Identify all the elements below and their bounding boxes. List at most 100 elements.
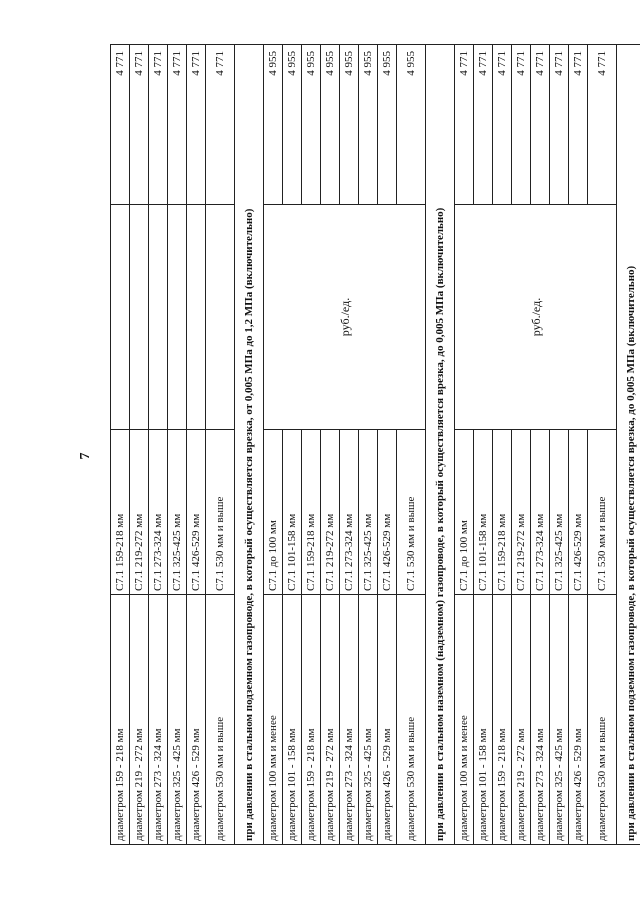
page-number: 7 [78,452,93,460]
row-label: диаметром 100 мм и менее [263,594,283,845]
row-code: С7.1 426-529 мм [568,429,588,595]
row-label: диаметром 273 - 324 мм [339,594,359,845]
row-label: диаметром 530 мм и выше [396,594,426,845]
row-code: С7.1 530 мм и выше [396,429,426,595]
row-code: С7.1 273-324 мм [530,429,550,595]
row-label: диаметром 426 - 529 мм [568,594,588,845]
row-label: диаметром 325 - 425 мм [549,594,569,845]
row-code: С7.1 219-272 мм [129,429,149,595]
row-value: 4 771 [148,44,168,205]
row-value: 4 771 [167,44,187,205]
row-label: диаметром 273 - 324 мм [530,594,550,845]
row-code: С7.1 273-324 мм [148,429,168,595]
row-code: С7.1 159-218 мм [301,429,321,595]
row-label: диаметром 530 мм и выше [587,594,617,845]
row-label: диаметром 219 - 272 мм [320,594,340,845]
row-code: С7.1 325-425 мм [358,429,378,595]
section-heading-row: при давлении в стальном подземном газопр… [616,44,640,845]
empty-cell [110,204,130,430]
row-code: С7.1 101-158 мм [282,429,302,595]
section-heading: при давлении в стальном подземном газопр… [616,44,640,845]
row-label: диаметром 159 - 218 мм [301,594,321,845]
row-code: С7.1 426-529 мм [377,429,397,595]
row-code: С7.1 530 мм и выше [587,429,617,595]
row-code: С7.1 101-158 мм [473,429,493,595]
row-value: 4 955 [339,44,359,205]
empty-cell [148,204,168,430]
row-value: 4 955 [320,44,340,205]
row-value: 4 771 [587,44,617,205]
row-label: диаметром 325 - 425 мм [167,594,187,845]
empty-cell [186,204,206,430]
row-value: 4 771 [186,44,206,205]
row-label: диаметром 219 - 272 мм [511,594,531,845]
row-code: С7.1 до 100 мм [263,429,283,595]
row-label: диаметром 530 мм и выше [205,594,235,845]
row-value: 4 955 [358,44,378,205]
empty-cell [205,204,235,430]
row-label: диаметром 100 мм и менее [454,594,474,845]
row-value: 4 771 [549,44,569,205]
row-code: С7.1 325-425 мм [549,429,569,595]
row-label: диаметром 426 - 529 мм [377,594,397,845]
row-value: 4 771 [511,44,531,205]
row-code: С7.1 159-218 мм [492,429,512,595]
row-code: С7.1 426-529 мм [186,429,206,595]
row-label: диаметром 325 - 425 мм [358,594,378,845]
row-code: С7.1 219-272 мм [511,429,531,595]
row-label: диаметром 219 - 272 мм [129,594,149,845]
row-code: С7.1 до 100 мм [454,429,474,595]
row-label: диаметром 426 - 529 мм [186,594,206,845]
row-value: 4 955 [396,44,426,205]
row-value: 4 955 [263,44,283,205]
row-value: 4 771 [530,44,550,205]
row-value: 4 955 [377,44,397,205]
row-label: диаметром 101 - 158 мм [282,594,302,845]
row-value: 4 771 [129,44,149,205]
row-label: диаметром 273 - 324 мм [148,594,168,845]
row-code: С7.1 219-272 мм [320,429,340,595]
row-value: 4 955 [282,44,302,205]
row-value: 4 771 [454,44,474,205]
section-heading: при давлении в стальном наземном (надзем… [425,44,455,845]
empty-cell [129,204,149,430]
row-value: 4 771 [205,44,235,205]
section-heading-row: при давлении в стальном наземном (надзем… [425,44,455,845]
row-value: 4 771 [473,44,493,205]
unit-cell: руб./ед. [263,204,426,430]
section-heading-row: при давлении в стальном подземном газопр… [234,44,264,845]
unit-cell: руб./ед. [454,204,617,430]
row-label: диаметром 159 - 218 мм [492,594,512,845]
row-code: С7.1 325-425 мм [167,429,187,595]
row-code: С7.1 159-218 мм [110,429,130,595]
row-value: 4 771 [110,44,130,205]
row-label: диаметром 159 - 218 мм [110,594,130,845]
row-label: диаметром 101 - 158 мм [473,594,493,845]
row-value: 4 955 [301,44,321,205]
row-value: 4 771 [492,44,512,205]
row-code: С7.1 530 мм и выше [205,429,235,595]
